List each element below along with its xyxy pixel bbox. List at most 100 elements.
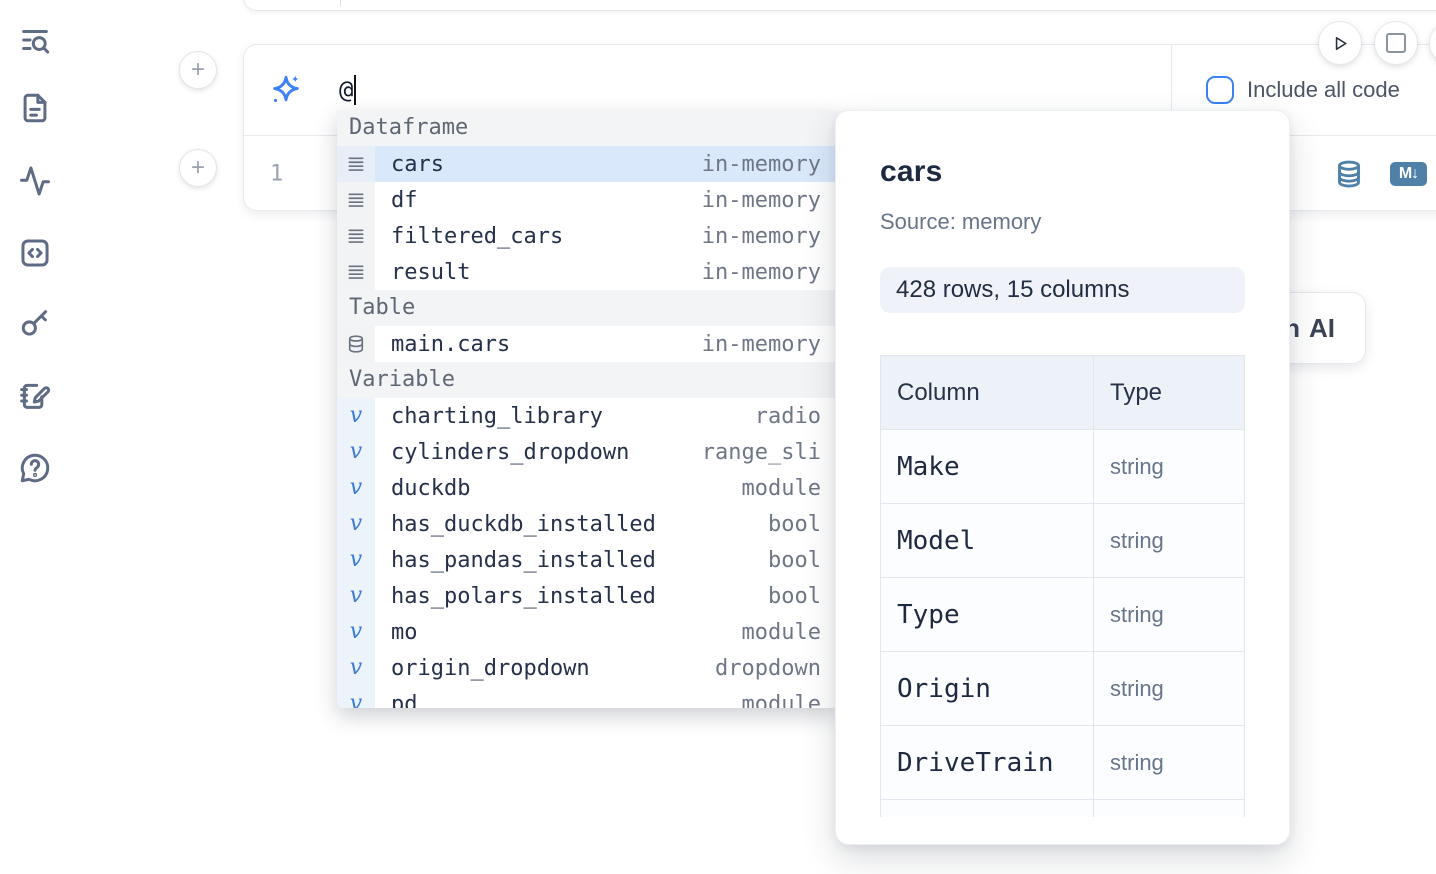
- key-icon[interactable]: [18, 305, 54, 341]
- variable-icon: v: [337, 578, 375, 614]
- variable-icon: v: [337, 434, 375, 470]
- variable-icon: v: [337, 650, 375, 686]
- item-name: duckdb: [391, 475, 471, 501]
- item-name: main.cars: [391, 331, 511, 357]
- text-cursor: [354, 75, 357, 105]
- run-cell-button[interactable]: [1318, 21, 1362, 65]
- database-icon: [337, 326, 375, 362]
- include-all-code-checkbox[interactable]: [1206, 76, 1234, 104]
- item-type: dropdown: [715, 655, 821, 681]
- autocomplete-item-charting_library[interactable]: v charting_library radio: [337, 398, 837, 434]
- popup-title: cars: [880, 155, 943, 188]
- item-type: in-memory: [701, 151, 821, 177]
- item-type: in-memory: [701, 331, 821, 357]
- item-name: df: [391, 187, 418, 213]
- autocomplete-section-header: Dataframe: [337, 110, 837, 146]
- column-type-cell: string: [1093, 651, 1245, 726]
- item-type: module: [741, 619, 821, 645]
- ai-card-label: AI: [1309, 312, 1335, 343]
- item-name: cars: [391, 151, 444, 177]
- item-name: pd: [391, 691, 418, 709]
- notebook-pen-icon[interactable]: [18, 378, 54, 414]
- autocomplete-item-has_duckdb_installed[interactable]: v has_duckdb_installed bool: [337, 506, 837, 542]
- rows-icon: [337, 254, 375, 290]
- stop-cell-button[interactable]: [1374, 21, 1418, 65]
- autocomplete-section-header: Variable: [337, 362, 837, 398]
- variable-icon: v: [337, 398, 375, 434]
- autocomplete-item-main.cars[interactable]: main.cars in-memory: [337, 326, 837, 362]
- popup-source: Source: memory: [880, 209, 1042, 234]
- autocomplete-section-header: Table: [337, 290, 837, 326]
- ai-prompt-text: @: [339, 76, 354, 104]
- code-square-icon[interactable]: [18, 235, 54, 271]
- sparkles-icon: [269, 73, 303, 107]
- column-type-cell: string: [1093, 503, 1245, 578]
- variable-icon: v: [337, 506, 375, 542]
- item-type: radio: [754, 403, 821, 429]
- column-name-cell: [880, 799, 1094, 817]
- item-type: in-memory: [701, 223, 821, 249]
- stop-icon: [1386, 33, 1406, 53]
- item-type: bool: [768, 511, 821, 537]
- popup-shape-badge: 428 rows, 15 columns: [880, 267, 1245, 313]
- variable-icon: v: [337, 686, 375, 708]
- activity-icon[interactable]: [18, 163, 54, 199]
- column-type-cell: string: [1093, 429, 1245, 504]
- include-all-code-control[interactable]: Include all code: [1206, 45, 1400, 135]
- column-type-cell: string: [1093, 577, 1245, 652]
- column-name-cell: Model: [880, 503, 1094, 578]
- dataframe-preview-popup: cars Source: memory 428 rows, 15 columns…: [835, 110, 1290, 845]
- include-all-code-label: Include all code: [1247, 77, 1400, 102]
- code-editor-row[interactable]: 1 M↓: [244, 136, 1436, 211]
- column-header: Type: [1093, 355, 1245, 430]
- item-type: module: [741, 691, 821, 709]
- column-header: Column: [880, 355, 1094, 430]
- column-type-cell: string: [1093, 725, 1245, 800]
- item-name: has_duckdb_installed: [391, 511, 656, 537]
- autocomplete-item-cars[interactable]: cars in-memory: [337, 146, 837, 182]
- autocomplete-item-origin_dropdown[interactable]: v origin_dropdown dropdown: [337, 650, 837, 686]
- item-name: charting_library: [391, 403, 603, 429]
- column-type-cell: [1093, 799, 1245, 817]
- column-name-cell: Type: [880, 577, 1094, 652]
- variable-icon: v: [337, 614, 375, 650]
- file-text-icon[interactable]: [18, 90, 54, 126]
- help-chat-icon[interactable]: [18, 450, 54, 486]
- rows-icon: [337, 218, 375, 254]
- item-type: in-memory: [701, 187, 821, 213]
- item-type: in-memory: [701, 259, 821, 285]
- database-icon[interactable]: [1334, 159, 1364, 189]
- variable-icon: v: [337, 542, 375, 578]
- play-icon: [1335, 36, 1347, 50]
- column-name-cell: Make: [880, 429, 1094, 504]
- line-number: 1: [270, 161, 284, 186]
- list-search-icon[interactable]: [18, 22, 54, 58]
- input-divider: [1171, 45, 1172, 135]
- item-name: origin_dropdown: [391, 655, 590, 681]
- add-cell-button-bottom[interactable]: +: [179, 149, 217, 187]
- ai-prompt-input[interactable]: @: [339, 75, 357, 105]
- column-name-cell: DriveTrain: [880, 725, 1094, 800]
- item-type: bool: [768, 547, 821, 573]
- add-cell-button-top[interactable]: +: [179, 51, 217, 89]
- autocomplete-item-df[interactable]: df in-memory: [337, 182, 837, 218]
- markdown-icon[interactable]: M↓: [1390, 161, 1427, 186]
- item-type: module: [741, 475, 821, 501]
- item-type: bool: [768, 583, 821, 609]
- item-name: mo: [391, 619, 418, 645]
